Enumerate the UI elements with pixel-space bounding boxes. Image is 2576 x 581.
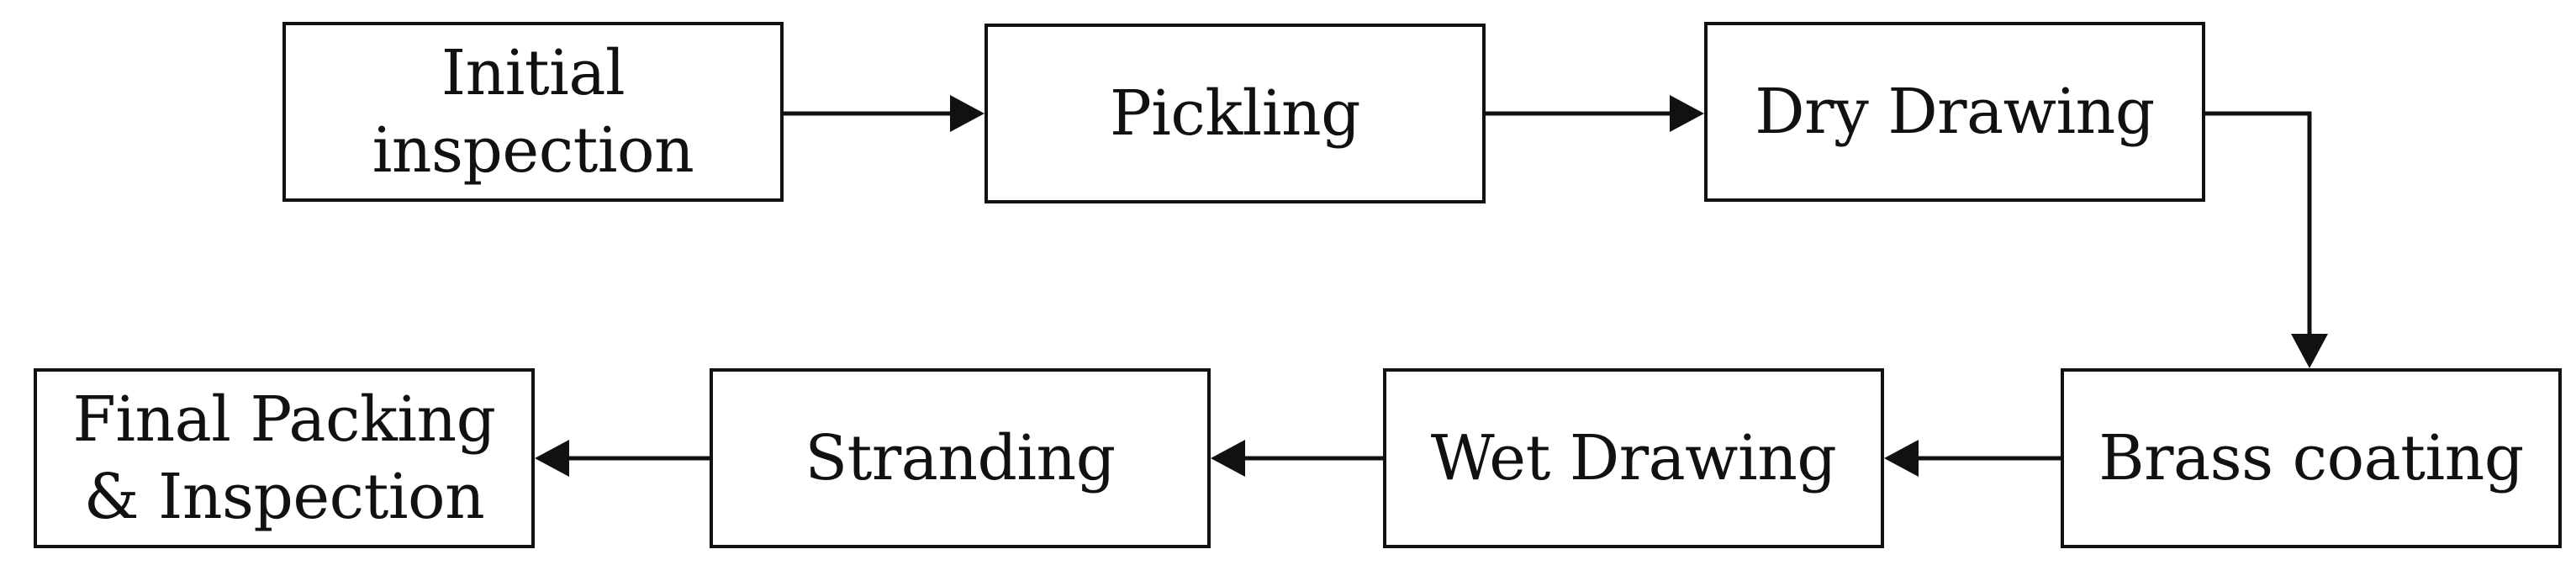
- step-dry-drawing: Dry Drawing: [1704, 22, 2205, 202]
- step-pickling: Pickling: [984, 24, 1486, 203]
- arrow-wet-drawing-to-stranding: [1211, 440, 1383, 477]
- step-label: Pickling: [1109, 77, 1361, 150]
- step-initial-inspection: Initial inspection: [282, 22, 784, 202]
- step-label: Stranding: [805, 422, 1116, 494]
- step-stranding: Stranding: [710, 368, 1211, 548]
- step-label: Brass coating: [2098, 422, 2524, 494]
- arrow-initial-to-pickling: [784, 95, 984, 132]
- step-label: Wet Drawing: [1430, 422, 1837, 494]
- step-label: Dry Drawing: [1755, 76, 2155, 148]
- arrow-brass-coating-to-wet-drawing: [1884, 440, 2061, 477]
- arrow-pickling-to-dry-drawing: [1486, 95, 1704, 132]
- step-label: Final Packing & Inspection: [72, 383, 496, 533]
- step-label: Initial inspection: [372, 37, 694, 187]
- step-brass-coating: Brass coating: [2061, 368, 2562, 548]
- step-final-packing-inspection: Final Packing & Inspection: [34, 368, 535, 548]
- arrow-dry-drawing-to-brass-coating: [2205, 111, 2328, 368]
- step-wet-drawing: Wet Drawing: [1383, 368, 1884, 548]
- arrow-stranding-to-final-packing: [535, 440, 710, 477]
